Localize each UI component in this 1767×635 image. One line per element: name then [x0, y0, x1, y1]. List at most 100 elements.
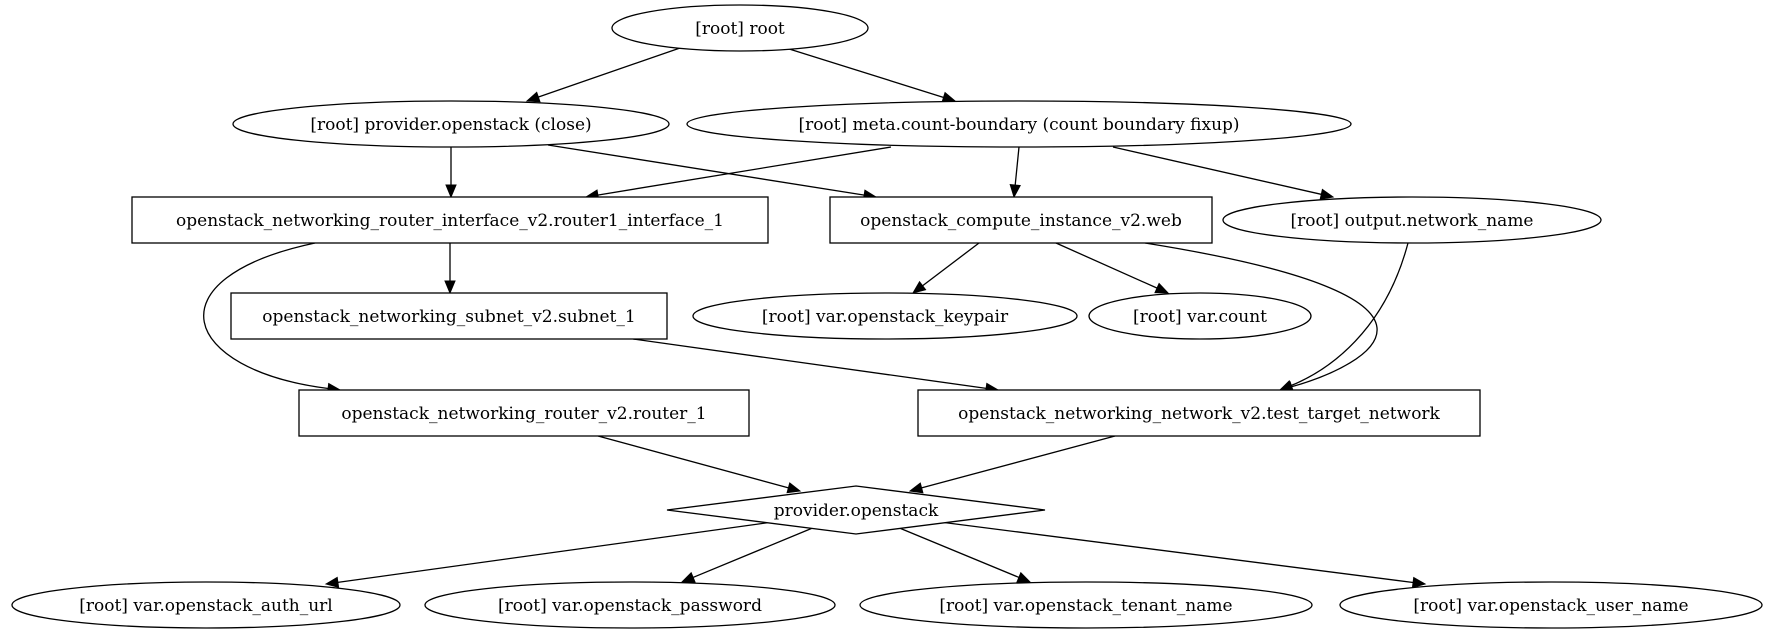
- edge-provider-to-var_password: [680, 526, 816, 583]
- arrowhead-icon: [1411, 576, 1427, 589]
- ellipse-node-shape: [859, 581, 1313, 629]
- arrowhead-icon: [941, 91, 957, 103]
- edge-network-to-provider: [908, 435, 1116, 494]
- edge-line: [1055, 242, 1159, 290]
- node-var-auth-url: [root] var.openstack_auth_url: [11, 581, 401, 629]
- ellipse-node-shape: [1222, 196, 1602, 244]
- node-meta-count: [root] meta.count-boundary (count bounda…: [686, 100, 1352, 148]
- arrowhead-icon: [1016, 571, 1032, 583]
- edge-provider-to-var_tenant: [896, 526, 1032, 583]
- ellipse-node-shape: [1088, 292, 1312, 340]
- node-label: openstack_networking_subnet_v2.subnet_1: [262, 307, 635, 327]
- edge-provider-to-var_auth_url: [324, 521, 774, 588]
- arrowhead-icon: [786, 482, 802, 494]
- node-var-keypair: [root] var.openstack_keypair: [692, 292, 1078, 340]
- edge-line: [203, 242, 330, 390]
- arrowhead-icon: [444, 280, 456, 295]
- node-subnet: openstack_networking_subnet_v2.subnet_1: [230, 292, 668, 340]
- node-router-interface: openstack_networking_router_interface_v2…: [131, 196, 769, 244]
- box-node-shape: [230, 292, 668, 340]
- node-label: openstack_networking_router_v2.router_1: [341, 404, 706, 424]
- edge-line: [596, 146, 892, 196]
- node-label: openstack_compute_instance_v2.web: [860, 211, 1182, 231]
- edge-compute_instance-to-var_count: [1055, 242, 1170, 294]
- arrowhead-icon: [1278, 380, 1294, 391]
- arrowhead-icon: [911, 280, 927, 294]
- node-label: [root] var.openstack_auth_url: [79, 596, 333, 616]
- ellipse-node-shape: [424, 581, 836, 629]
- node-provider-close: [root] provider.openstack (close): [232, 100, 670, 148]
- edge-output_network-to-network: [1278, 242, 1409, 391]
- edge-line: [597, 435, 790, 489]
- node-output-network: [root] output.network_name: [1222, 196, 1602, 244]
- diamond-node-shape: [666, 485, 1046, 535]
- box-node-shape: [829, 196, 1213, 244]
- ellipse-node-shape: [686, 100, 1352, 148]
- node-label: openstack_networking_router_interface_v2…: [176, 211, 724, 231]
- edge-line: [1112, 146, 1323, 196]
- edge-line: [939, 521, 1415, 584]
- arrowhead-icon: [1319, 188, 1335, 200]
- node-label: [root] var.openstack_password: [498, 596, 762, 616]
- edge-line: [920, 435, 1116, 489]
- ellipse-node-shape: [692, 292, 1078, 340]
- node-label: [root] var.openstack_user_name: [1413, 596, 1688, 616]
- edge-line: [691, 526, 816, 579]
- edge-meta_count-to-compute_instance: [1009, 146, 1021, 199]
- edge-line: [336, 521, 774, 584]
- node-var-user: [root] var.openstack_user_name: [1339, 581, 1763, 629]
- box-node-shape: [298, 389, 750, 437]
- node-label: [root] var.openstack_tenant_name: [939, 596, 1232, 616]
- node-network: openstack_networking_network_v2.test_tar…: [917, 389, 1481, 437]
- edge-line: [547, 144, 866, 196]
- ellipse-node-shape: [1339, 581, 1763, 629]
- edge-provider_close-to-router_interface: [445, 147, 457, 199]
- box-node-shape: [131, 196, 769, 244]
- edge-router-to-provider: [597, 435, 802, 494]
- edge-line: [1014, 146, 1020, 187]
- edge-router_interface-to-subnet: [444, 243, 456, 295]
- node-label: [root] var.count: [1133, 307, 1267, 327]
- node-label: [root] provider.openstack (close): [310, 115, 591, 135]
- edge-provider-to-var_user: [939, 521, 1427, 589]
- edge-line: [896, 526, 1021, 579]
- node-label: [root] meta.count-boundary (count bounda…: [798, 115, 1239, 135]
- node-root: [root] root: [611, 4, 869, 52]
- node-label: openstack_networking_network_v2.test_tar…: [958, 404, 1440, 424]
- edge-compute_instance-to-var_keypair: [911, 242, 980, 294]
- edge-root-to-meta_count: [785, 47, 957, 103]
- arrowhead-icon: [680, 571, 696, 583]
- arrowhead-icon: [908, 482, 924, 494]
- node-label: [root] output.network_name: [1291, 211, 1534, 231]
- node-router: openstack_networking_router_v2.router_1: [298, 389, 750, 437]
- edge-root-to-provider_close: [525, 47, 681, 103]
- arrowhead-icon: [324, 576, 340, 588]
- edge-line: [1144, 242, 1378, 388]
- edge-subnet-to-network: [632, 338, 1000, 394]
- edge-line: [537, 47, 681, 99]
- node-var-password: [root] var.openstack_password: [424, 581, 836, 629]
- edge-line: [1289, 242, 1409, 387]
- arrowhead-icon: [445, 184, 457, 199]
- node-compute-instance: openstack_compute_instance_v2.web: [829, 196, 1213, 244]
- nodes-layer: [root] root [root] provider.openstack (cl…: [11, 4, 1763, 629]
- node-label: provider.openstack: [774, 501, 939, 521]
- node-provider: provider.openstack: [666, 485, 1046, 535]
- edge-line: [785, 47, 945, 99]
- edge-line: [921, 242, 980, 287]
- arrowhead-icon: [525, 91, 541, 103]
- edge-meta_count-to-output_network: [1112, 146, 1335, 200]
- node-var-tenant: [root] var.openstack_tenant_name: [859, 581, 1313, 629]
- edge-line: [632, 338, 988, 390]
- node-label: [root] root: [695, 19, 785, 39]
- arrowhead-icon: [1009, 183, 1021, 199]
- edges-layer: [203, 47, 1427, 589]
- ellipse-node-shape: [611, 4, 869, 52]
- ellipse-node-shape: [11, 581, 401, 629]
- arrowhead-icon: [1154, 282, 1170, 294]
- node-label: [root] var.openstack_keypair: [762, 307, 1009, 327]
- ellipse-node-shape: [232, 100, 670, 148]
- box-node-shape: [917, 389, 1481, 437]
- node-var-count: [root] var.count: [1088, 292, 1312, 340]
